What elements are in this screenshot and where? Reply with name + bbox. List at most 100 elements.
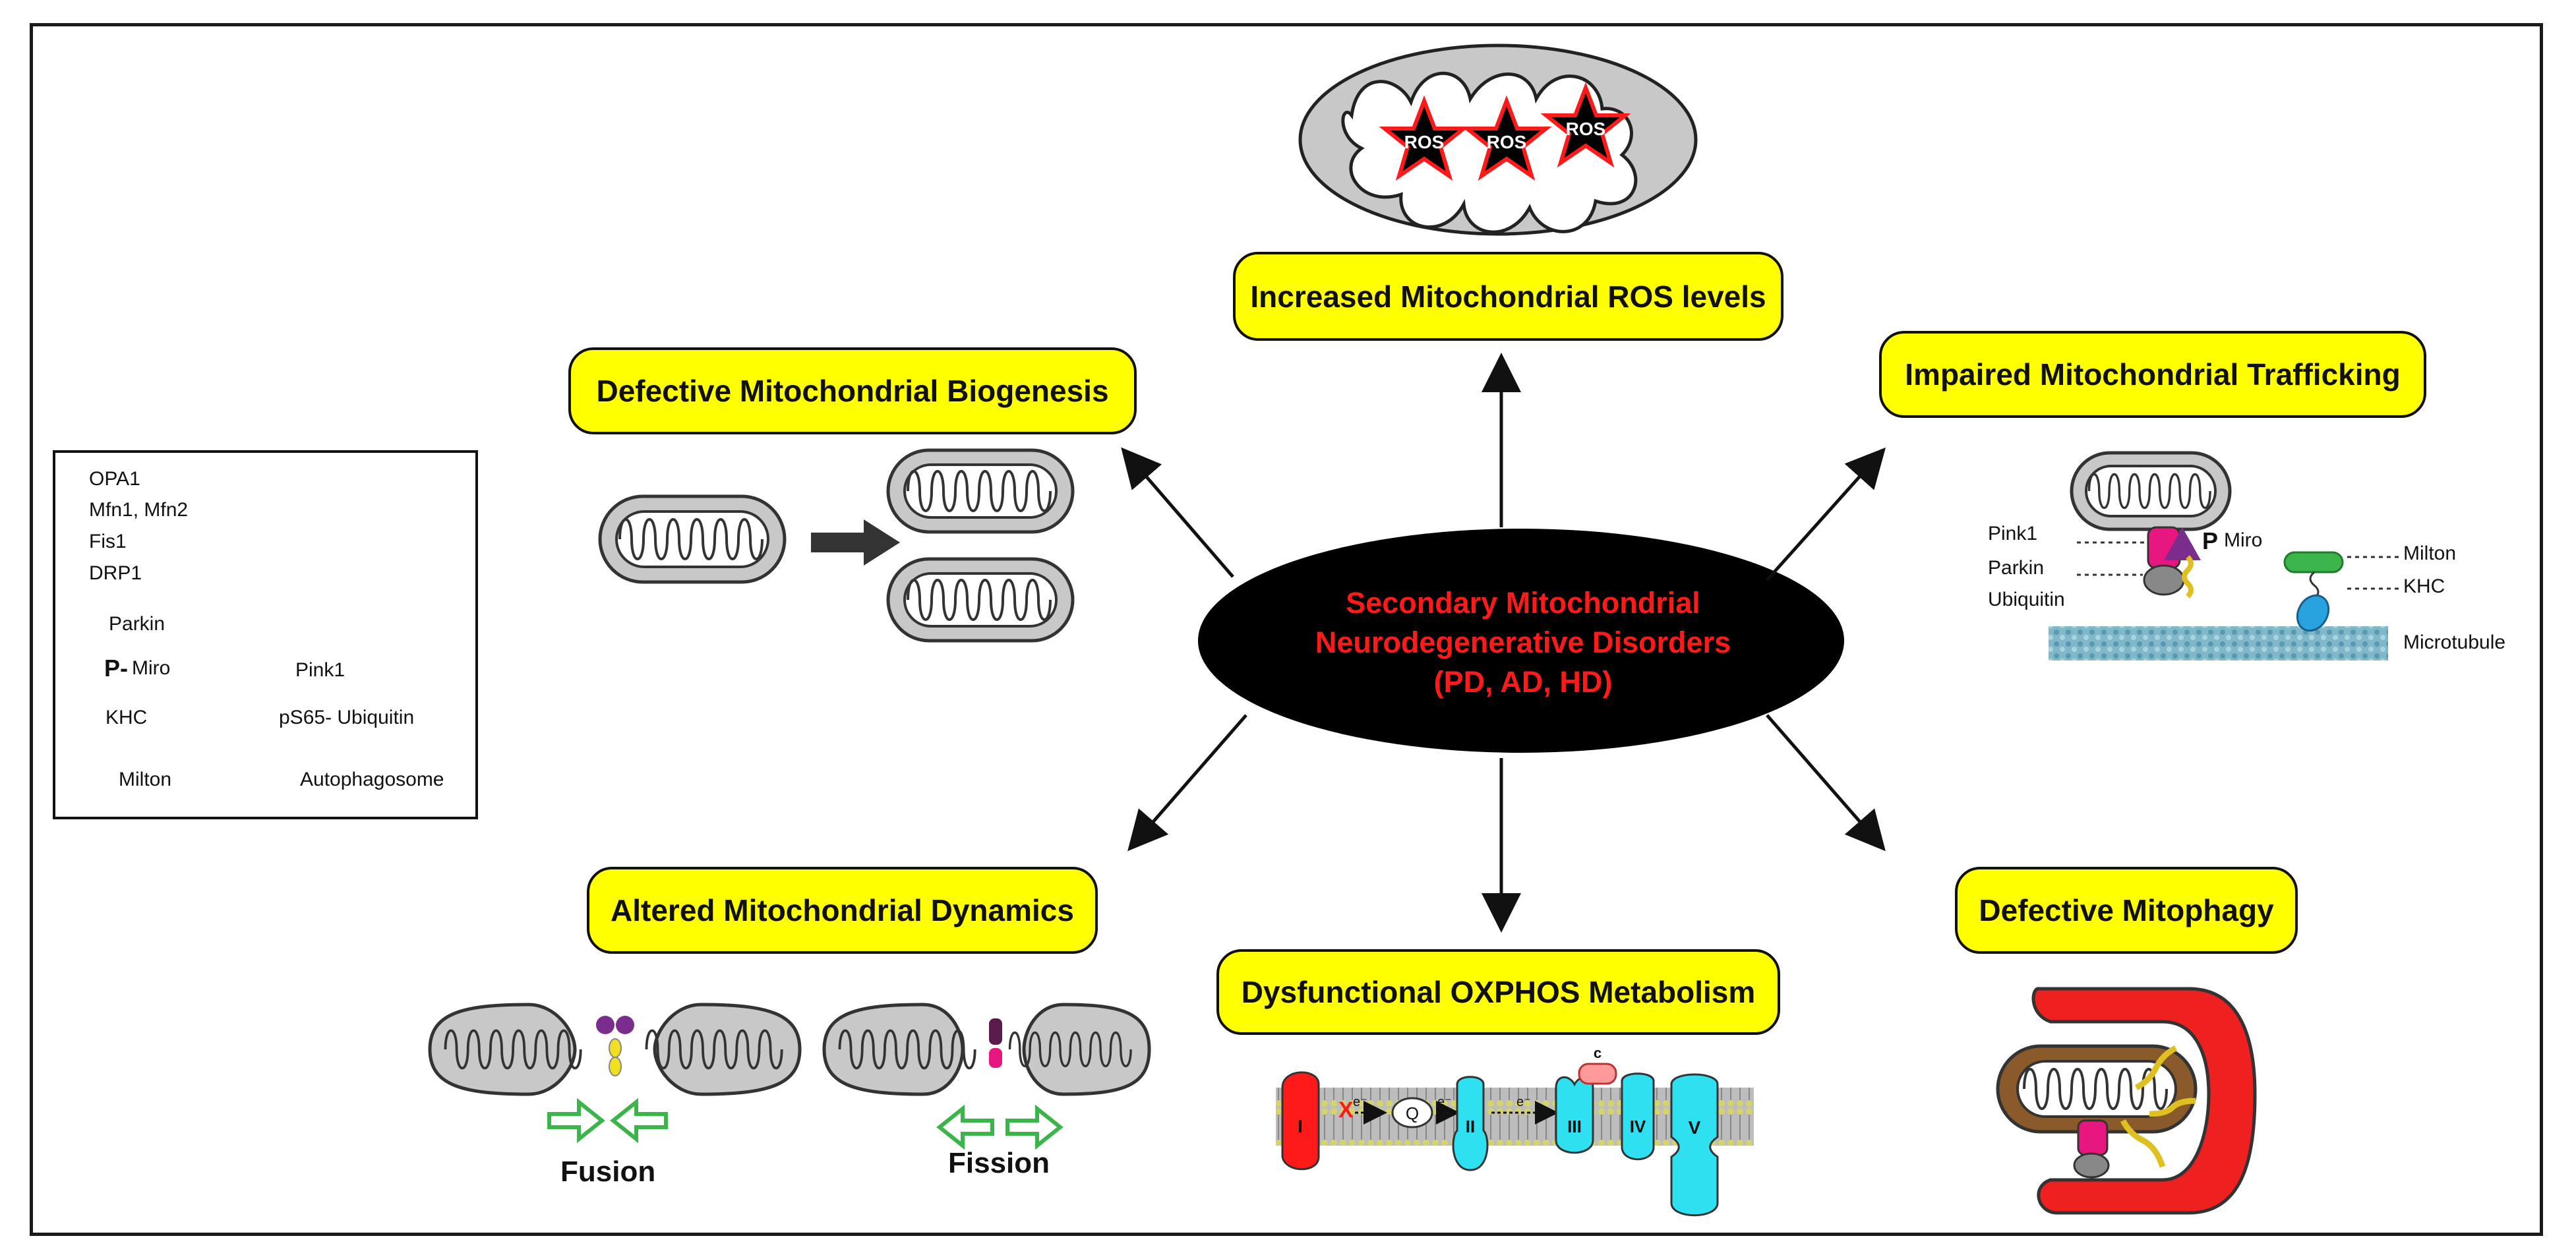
fusion-label: Fusion bbox=[560, 1156, 656, 1188]
complex-ii-label: II bbox=[1466, 1117, 1475, 1136]
trafficking-microtubule bbox=[2049, 626, 2388, 660]
arrow-to-dynamics bbox=[1127, 714, 1247, 852]
traf-miro-label: Miro bbox=[2224, 529, 2263, 551]
mitophagy-ubiquitin bbox=[2120, 1119, 2166, 1168]
mitophagy-parkin bbox=[2073, 1152, 2110, 1179]
legend-milton: Milton bbox=[119, 769, 172, 790]
mitophagy-pink1 bbox=[2077, 1119, 2109, 1156]
block-x: X bbox=[1338, 1098, 1354, 1123]
complex-v-label: V bbox=[1689, 1117, 1701, 1138]
box-biogenesis-label: Defective Mitochondrial Biogenesis bbox=[596, 374, 1109, 408]
box-oxphos-label: Dysfunctional OXPHOS Metabolism bbox=[1241, 975, 1756, 1009]
legend-drp1: DRP1 bbox=[89, 562, 142, 584]
legend-opa1: OPA1 bbox=[89, 468, 140, 490]
diagram-frame bbox=[30, 23, 2543, 1236]
box-trafficking-label: Impaired Mitochondrial Trafficking bbox=[1905, 357, 2401, 392]
autophagosome bbox=[2031, 987, 2257, 1215]
box-trafficking: Impaired Mitochondrial Trafficking bbox=[1879, 331, 2426, 418]
box-mitophagy-label: Defective Mitophagy bbox=[1979, 893, 2274, 927]
ros-star: ROS bbox=[1540, 82, 1631, 168]
biogenesis-mito-single bbox=[598, 494, 787, 584]
electron-label: e⁻ bbox=[1437, 1095, 1452, 1109]
fusion-mfn bbox=[609, 1057, 622, 1076]
legend-khc: KHC bbox=[105, 707, 148, 728]
ros-text: ROS bbox=[1487, 132, 1527, 152]
legend-pubq: pS65- Ubiquitin bbox=[279, 707, 415, 728]
fusion-mito-left bbox=[428, 1003, 582, 1096]
fusion-opa1 bbox=[616, 1016, 634, 1034]
traf-microtubule-label: Microtubule bbox=[2403, 631, 2506, 653]
legend-pmiro-miro: Miro bbox=[132, 657, 171, 679]
legend-pink1: Pink1 bbox=[295, 659, 345, 681]
traf-ubiquitin-label: Ubiquitin bbox=[1988, 589, 2065, 610]
cytochrome-c bbox=[1578, 1063, 1617, 1085]
complex-i-label: I bbox=[1298, 1116, 1303, 1136]
box-ros: Increased Mitochondrial ROS levels bbox=[1233, 252, 1783, 341]
trafficking-milton bbox=[2283, 551, 2344, 573]
center-line-2: Neurodegenerative Disorders bbox=[1315, 626, 1731, 659]
ubiquinone bbox=[1391, 1097, 1433, 1128]
legend-fis1: Fis1 bbox=[89, 531, 127, 552]
complex-iv-label: IV bbox=[1630, 1117, 1646, 1136]
complex-i bbox=[1281, 1071, 1320, 1171]
fission-arrow-left bbox=[936, 1104, 994, 1150]
fission-drp1 bbox=[989, 1018, 1002, 1045]
complex-iii-label: III bbox=[1567, 1117, 1582, 1136]
legend bbox=[53, 450, 478, 819]
box-biogenesis: Defective Mitochondrial Biogenesis bbox=[568, 347, 1137, 434]
fusion-opa1 bbox=[596, 1016, 614, 1034]
center-line-1: Secondary Mitochondrial bbox=[1346, 586, 1700, 620]
fusion-mfn bbox=[609, 1038, 622, 1058]
complex-v bbox=[1670, 1073, 1719, 1217]
ubiquinone-label: Q bbox=[1406, 1103, 1419, 1123]
complex-iv bbox=[1621, 1072, 1655, 1161]
ros-mitochondrion: ROS ROS ROS bbox=[1298, 44, 1698, 236]
traf-parkin-label: Parkin bbox=[1988, 557, 2045, 579]
traf-khc-label: KHC bbox=[2403, 575, 2445, 597]
fission-label: Fission bbox=[948, 1147, 1050, 1179]
fission-fis1 bbox=[989, 1048, 1002, 1068]
mitophagy-ubiquitin bbox=[2134, 1045, 2178, 1091]
ros-star: ROS bbox=[1461, 95, 1552, 181]
legend-autophagosome: Autophagosome bbox=[300, 769, 444, 790]
traf-pink1-label: Pink1 bbox=[1988, 523, 2038, 544]
mitophagy-mitochondrion bbox=[1996, 1044, 2198, 1134]
box-ros-label: Increased Mitochondrial ROS levels bbox=[1250, 279, 1766, 314]
fusion-arrow-right bbox=[547, 1098, 605, 1144]
legend-parkin: Parkin bbox=[109, 613, 165, 635]
box-dynamics: Altered Mitochondrial Dynamics bbox=[587, 867, 1098, 954]
box-oxphos: Dysfunctional OXPHOS Metabolism bbox=[1216, 949, 1780, 1035]
center-title: Secondary Mitochondrial Neurodegenerativ… bbox=[1200, 583, 1846, 702]
electron-label: e⁻ bbox=[1353, 1095, 1367, 1109]
biogenesis-mito-top bbox=[886, 448, 1075, 534]
fission-arrow-right bbox=[1005, 1104, 1063, 1150]
trafficking-ubiquitin bbox=[2182, 555, 2194, 599]
cytochrome-c-label: c bbox=[1594, 1045, 1602, 1061]
fission-mito-right bbox=[1008, 1003, 1151, 1096]
trafficking-miro bbox=[2164, 527, 2201, 560]
traf-p-label: P bbox=[2202, 527, 2219, 554]
complex-iii bbox=[1555, 1076, 1594, 1154]
legend-pmiro-p: P- bbox=[104, 655, 128, 682]
ros-star: ROS bbox=[1379, 95, 1470, 181]
traf-milton-label: Milton bbox=[2403, 542, 2457, 564]
box-mitophagy: Defective Mitophagy bbox=[1955, 867, 2298, 954]
arrow-to-biogenesis bbox=[1121, 447, 1234, 578]
legend-mfn: Mfn1, Mfn2 bbox=[89, 499, 189, 521]
trafficking-khc bbox=[2296, 594, 2330, 632]
electron-label: e⁻ bbox=[1516, 1095, 1531, 1109]
biogenesis-arrow bbox=[811, 519, 900, 566]
fusion-arrow-left bbox=[610, 1098, 668, 1144]
center-line-3: (PD, AD, HD) bbox=[1433, 665, 1613, 699]
mitophagy-ubiquitin bbox=[2149, 1098, 2196, 1117]
center-ellipse bbox=[1198, 529, 1844, 753]
ros-text: ROS bbox=[1566, 119, 1606, 139]
arrow-to-mitophagy bbox=[1766, 714, 1886, 852]
box-dynamics-label: Altered Mitochondrial Dynamics bbox=[611, 893, 1074, 927]
fusion-mito-right bbox=[645, 1003, 802, 1096]
biogenesis-mito-bottom bbox=[886, 557, 1075, 643]
arrow-to-trafficking bbox=[1766, 447, 1886, 581]
fission-mito-left bbox=[822, 1003, 976, 1096]
complex-ii bbox=[1452, 1076, 1489, 1171]
